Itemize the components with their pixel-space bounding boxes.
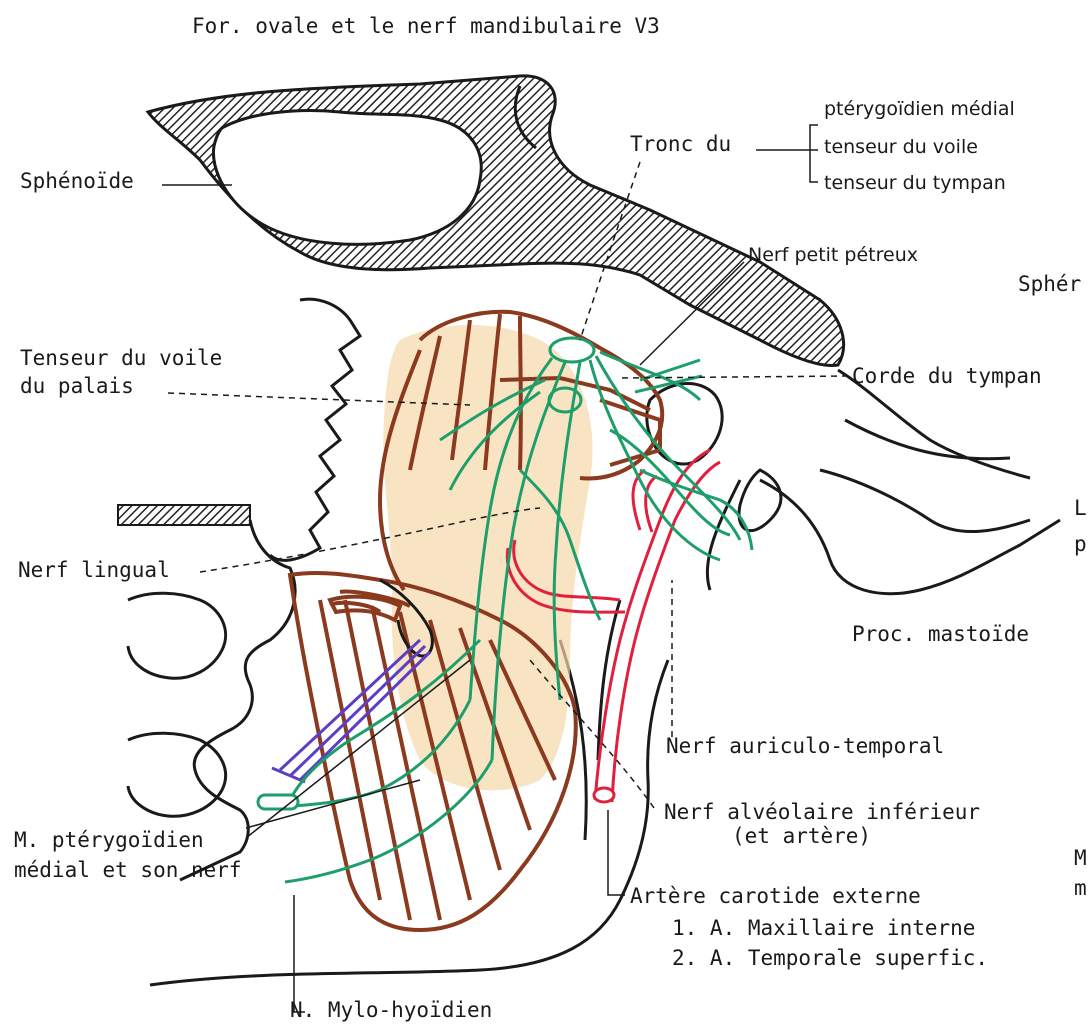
label-branch-pterygoidien: ptérygoïdien médial	[824, 98, 1015, 121]
label-m2-cut: m	[1074, 876, 1087, 901]
label-spher-cut: Sphér	[1018, 272, 1081, 297]
maxilla-outline	[180, 520, 295, 880]
label-tenseur-voile-line1: Tenseur du voile	[20, 346, 222, 371]
label-m-cut: M	[1074, 846, 1087, 871]
label-tenseur-voile-line2: du palais	[20, 374, 134, 399]
label-nerf-petit-petreux: Nerf petit pétreux	[748, 244, 918, 267]
label-nerf-alveolaire-line2: (et artère)	[732, 824, 871, 849]
label-m-pterygoidien-line2: médial et son nerf	[14, 858, 242, 883]
muscle-fill	[383, 325, 592, 790]
skull-base-outline	[707, 370, 1060, 594]
label-nerf-auriculo-temporal: Nerf auriculo-temporal	[666, 734, 944, 759]
label-branch-tenseur-voile: tenseur du voile	[824, 136, 978, 159]
tooth-2	[128, 733, 226, 816]
pterygoid-plate	[270, 299, 360, 560]
label-proc-mastoide: Proc. mastoïde	[852, 622, 1029, 647]
label-nerf-lingual: Nerf lingual	[18, 558, 170, 583]
label-nerf-alveolaire-line1: Nerf alvéolaire inférieur	[664, 800, 980, 825]
label-m-pterygoidien-line1: M. ptérygoïdien	[14, 828, 204, 853]
label-branch-tenseur-tympan: tenseur du tympan	[824, 172, 1006, 195]
hamulus-muscle	[330, 597, 400, 620]
label-corde-tympan: Corde du tympan	[852, 364, 1042, 389]
label-mylo-hyoidien: N. Mylo-hyoïdien	[290, 998, 492, 1023]
sphenoid-sinus	[213, 111, 481, 245]
carotid-cut	[594, 788, 614, 802]
label-sphenoide: Sphénoïde	[20, 169, 134, 194]
label-p-cut: p	[1074, 532, 1087, 557]
label-artere-temporale: 2. A. Temporale superfic.	[672, 946, 988, 971]
tooth-1	[128, 593, 226, 678]
mastoid-outline	[739, 470, 781, 531]
label-artere-carotide: Artère carotide externe	[630, 884, 921, 909]
label-artere-maxillaire: 1. A. Maxillaire interne	[672, 916, 975, 941]
diagram-title: For. ovale et le nerf mandibulaire V3	[192, 14, 660, 39]
palate-bar	[118, 505, 250, 525]
label-l-cut: L	[1074, 496, 1087, 521]
label-tronc-du: Tronc du	[630, 132, 731, 157]
